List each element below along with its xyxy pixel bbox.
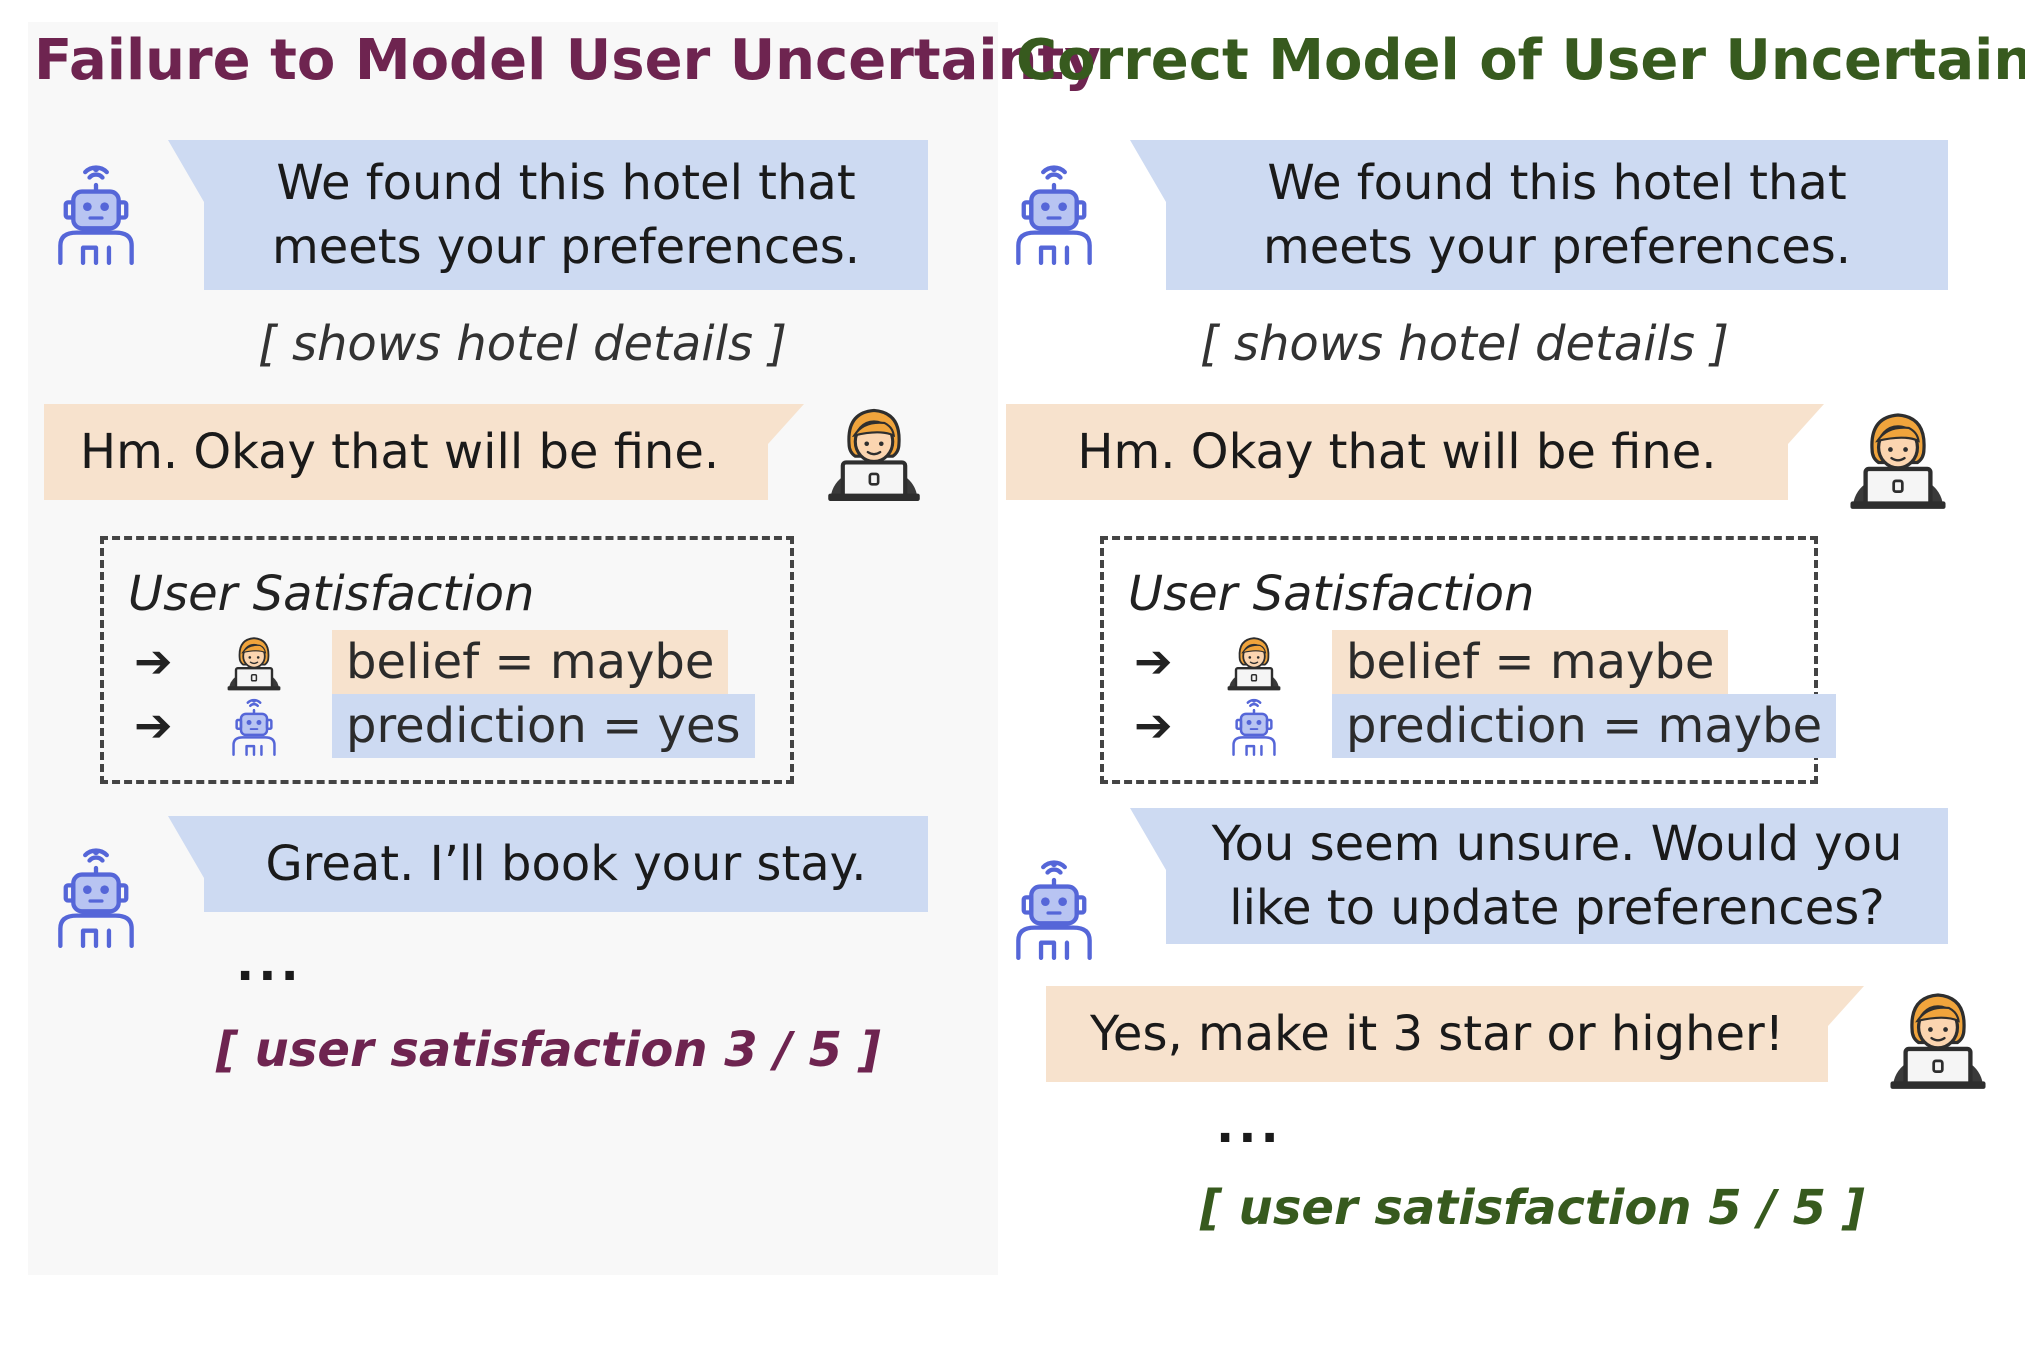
- bubble-tail: [1828, 986, 1864, 1026]
- bubble-tail: [1130, 808, 1166, 870]
- prediction-label: prediction = maybe: [1332, 694, 1837, 758]
- arrow-right-icon: ➔: [134, 634, 173, 688]
- bot-message-bubble: You seem unsure. Would you like to updat…: [1130, 808, 1948, 944]
- user-laptop-icon: [1224, 630, 1284, 692]
- prediction-row: ➔ prediction = maybe: [1134, 694, 1837, 758]
- bubble-tail: [168, 140, 204, 202]
- bot-message-bubble: We found this hotel that meets your pref…: [1130, 140, 1948, 290]
- robot-icon: [224, 694, 284, 756]
- action-note: [ shows hotel details ]: [258, 316, 787, 372]
- user-laptop-icon: [1844, 400, 1952, 512]
- user-laptop-icon: [822, 396, 926, 504]
- bot-message-bubble: We found this hotel that meets your pref…: [168, 140, 928, 290]
- user-message-bubble: Hm. Okay that will be fine.: [44, 404, 804, 500]
- bot-message-text: We found this hotel that meets your pref…: [1262, 155, 1852, 275]
- user-message-bubble: Hm. Okay that will be fine.: [1006, 404, 1824, 500]
- robot-icon: [1010, 852, 1098, 960]
- robot-icon: [52, 157, 140, 265]
- left-panel-title: Failure to Model User Uncertainty: [34, 28, 1101, 93]
- arrow-right-icon: ➔: [134, 698, 173, 752]
- belief-row: ➔ belief = maybe: [134, 630, 774, 694]
- arrow-right-icon: ➔: [1134, 634, 1173, 688]
- user-message-bubble: Yes, make it 3 star or higher!: [1046, 986, 1864, 1082]
- robot-icon: [52, 840, 140, 948]
- user-satisfaction-box: User Satisfaction ➔ belief = maybe ➔ pre…: [1100, 536, 1837, 784]
- belief-label: belief = maybe: [1332, 630, 1729, 694]
- arrow-right-icon: ➔: [1134, 698, 1173, 752]
- outcome-label: [ user satisfaction 3 / 5 ]: [216, 1022, 881, 1078]
- right-panel-title: Correct Model of User Uncertainty: [1016, 28, 2025, 93]
- bot-message-text: We found this hotel that meets your pref…: [271, 155, 861, 275]
- user-message-text: Yes, make it 3 star or higher!: [1089, 1006, 1784, 1062]
- ellipsis: ...: [236, 936, 303, 992]
- user-message-text: Hm. Okay that will be fine.: [1077, 424, 1717, 480]
- user-laptop-icon: [224, 630, 284, 692]
- bubble-tail: [1130, 140, 1166, 202]
- prediction-label: prediction = yes: [332, 694, 755, 758]
- belief-label: belief = maybe: [332, 630, 729, 694]
- bot-message-bubble: Great. I’ll book your stay.: [168, 816, 928, 912]
- user-satisfaction-box: User Satisfaction ➔ belief = maybe ➔ pre…: [100, 536, 794, 784]
- bubble-tail: [168, 816, 204, 878]
- satisfaction-title: User Satisfaction: [1128, 566, 1535, 622]
- bot-message-text: Great. I’ll book your stay.: [265, 836, 867, 892]
- outcome-label: [ user satisfaction 5 / 5 ]: [1200, 1180, 1865, 1236]
- belief-row: ➔ belief = maybe: [1134, 630, 1814, 694]
- ellipsis: ...: [1216, 1098, 1283, 1154]
- bubble-tail: [768, 404, 804, 444]
- bubble-tail: [1788, 404, 1824, 444]
- action-note: [ shows hotel details ]: [1200, 316, 1729, 372]
- user-message-text: Hm. Okay that will be fine.: [80, 424, 720, 480]
- bot-message-text: You seem unsure. Would you like to updat…: [1211, 816, 1903, 936]
- prediction-row: ➔ prediction = yes: [134, 694, 774, 758]
- satisfaction-title: User Satisfaction: [128, 566, 535, 622]
- robot-icon: [1010, 157, 1098, 265]
- user-laptop-icon: [1884, 980, 1992, 1092]
- robot-icon: [1224, 694, 1284, 756]
